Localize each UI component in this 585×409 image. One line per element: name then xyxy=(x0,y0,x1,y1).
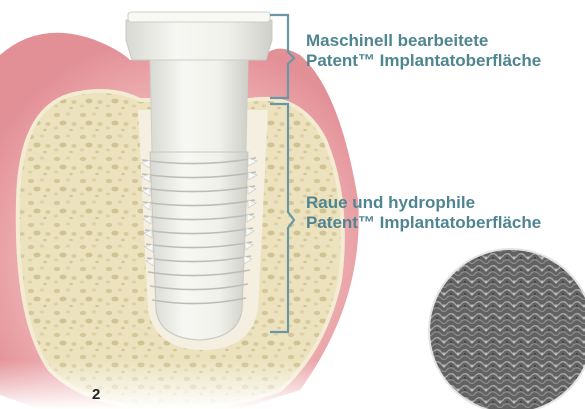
abutment-top xyxy=(128,12,270,22)
implant-threaded-body xyxy=(141,152,257,340)
implant-neck xyxy=(150,60,248,152)
label-rough-line2: Patent™ Implantatoberfläche xyxy=(306,213,541,233)
label-machined-surface: Maschinell bearbeitete Patent™ Implantat… xyxy=(306,31,541,71)
label-rough-line1: Raue und hydrophile xyxy=(306,193,541,213)
label-machined-line1: Maschinell bearbeitete xyxy=(306,31,541,51)
figure-number: 2 xyxy=(92,386,100,403)
surface-micrograph xyxy=(427,247,585,409)
bottom-fade xyxy=(0,360,360,409)
implant-abutment xyxy=(126,20,272,60)
label-rough-surface: Raue und hydrophile Patent™ Implantatobe… xyxy=(306,193,541,233)
label-machined-line2: Patent™ Implantatoberfläche xyxy=(306,51,541,71)
